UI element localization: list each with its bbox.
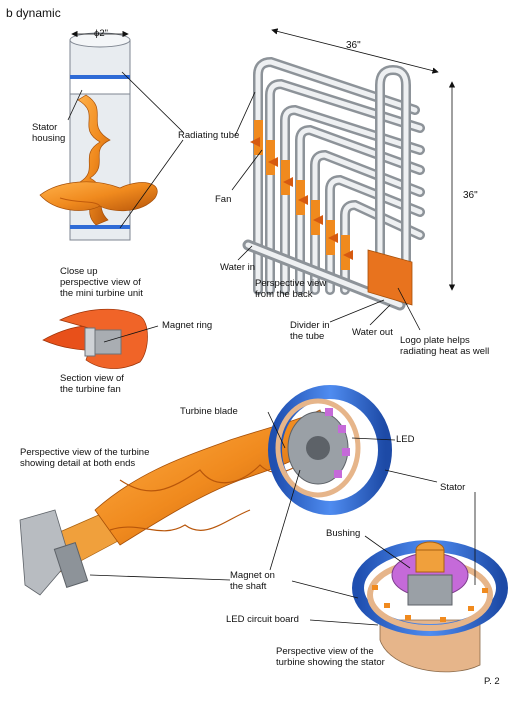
- magnet-ring-label: Magnet ring: [162, 320, 213, 331]
- divider-label: Divider in the tube: [290, 320, 330, 342]
- logo-plate-label: Logo plate helps radiating heat as well: [400, 335, 490, 357]
- diameter-label: ϕ2": [94, 28, 108, 39]
- stator-label: Stator: [440, 482, 466, 493]
- led-board-label: LED circuit board: [226, 614, 299, 625]
- fan-label: Fan: [215, 194, 232, 205]
- water-in-label: Water in: [220, 262, 256, 273]
- width-dimension-line: [271, 28, 439, 74]
- radiating-tube-label: Radiating tube: [178, 130, 240, 141]
- height-dimension-label: 36": [463, 190, 478, 201]
- water-out-label: Water out: [352, 327, 393, 338]
- magnet-shaft-label: Magnet on the shaft: [230, 570, 275, 592]
- led-label: LED: [396, 434, 415, 445]
- stator-perspective-caption: Perspective view of the turbine showing …: [276, 646, 385, 668]
- page-title: b dynamic: [6, 6, 61, 20]
- width-dimension-label: 36": [346, 40, 361, 51]
- leader-lines: [67, 71, 476, 626]
- close-up-caption: Close up perspective view of the mini tu…: [60, 266, 143, 299]
- radiator-illustration: [242, 28, 456, 311]
- stator-closeup-illustration: [352, 540, 508, 673]
- bushing-label: Bushing: [326, 528, 361, 539]
- mini-turbine-illustration: [39, 32, 158, 241]
- page-number: P. 2: [484, 676, 500, 687]
- turbine-blade-label: Turbine blade: [180, 406, 238, 417]
- turbine-perspective-caption: Perspective view of the turbine showing …: [20, 447, 150, 469]
- stator-housing-label: Stator housing: [32, 122, 66, 144]
- section-view-caption: Section view of the turbine fan: [60, 373, 124, 395]
- perspective-back-caption: Perspective view from the back: [255, 278, 327, 300]
- turbine-illustration: [19, 385, 392, 596]
- section-view-fan: [42, 308, 148, 369]
